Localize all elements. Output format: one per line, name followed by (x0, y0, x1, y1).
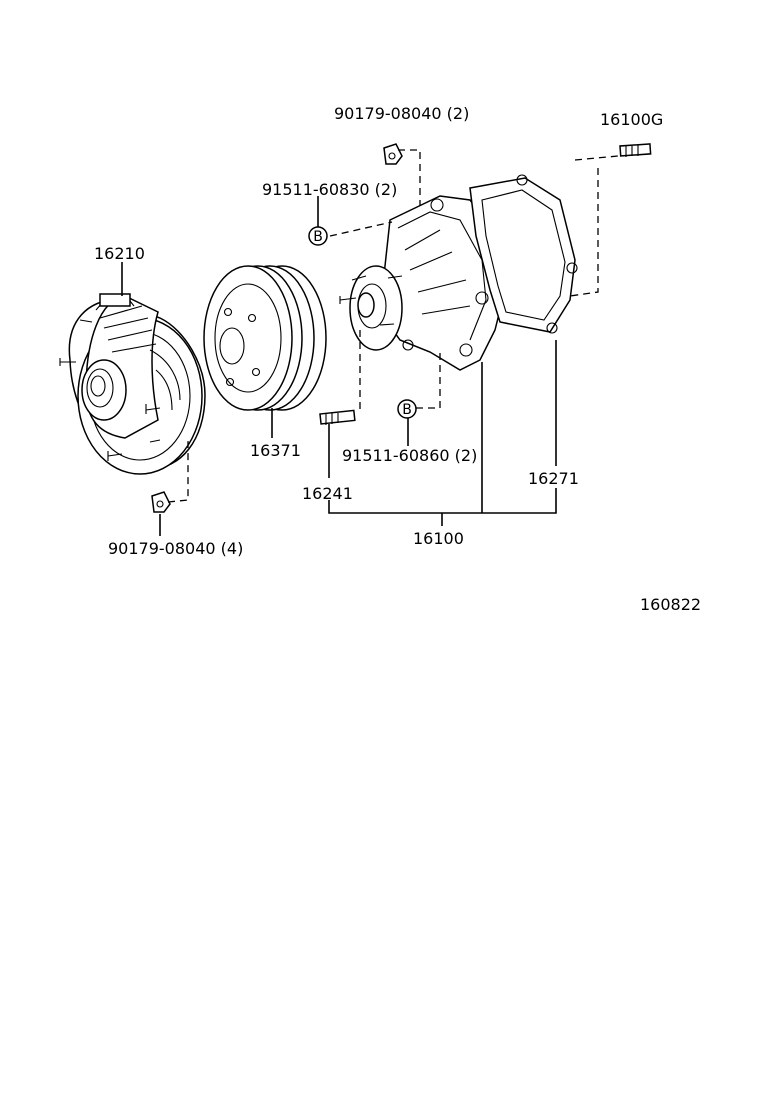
nut-bottom-drawing (151, 491, 171, 513)
pulley-drawing (203, 265, 327, 411)
stud-top-right-drawing (619, 143, 652, 157)
b-marker-top: B (308, 226, 328, 246)
label-pulley: 16371 (250, 441, 301, 460)
nut-top-drawing (383, 143, 403, 165)
label-diagram-id: 160822 (640, 595, 701, 614)
leader-lines (121, 149, 619, 536)
b-marker-top-text: B (313, 229, 323, 245)
label-gasket: 16271 (528, 469, 579, 488)
water-pump-drawing (339, 195, 506, 371)
label-water-pump-assy: 16100 (413, 529, 464, 548)
label-stud-16241: 16241 (302, 484, 353, 503)
b-marker-bottom: B (397, 399, 417, 419)
label-bolt-top: 90179-08040 (2) (334, 104, 469, 123)
label-fan-clutch: 16210 (94, 244, 145, 263)
label-bolt-b-top: 91511-60830 (2) (262, 180, 397, 199)
label-bolt-b-bottom: 91511-60860 (2) (342, 446, 477, 465)
stud-16241-drawing (319, 409, 356, 425)
b-marker-bottom-text: B (402, 402, 412, 418)
fan-clutch-drawing (59, 293, 206, 475)
label-stud-16100g: 16100G (600, 110, 663, 129)
label-nut-bottom: 90179-08040 (4) (108, 539, 243, 558)
gasket-drawing (469, 174, 578, 334)
